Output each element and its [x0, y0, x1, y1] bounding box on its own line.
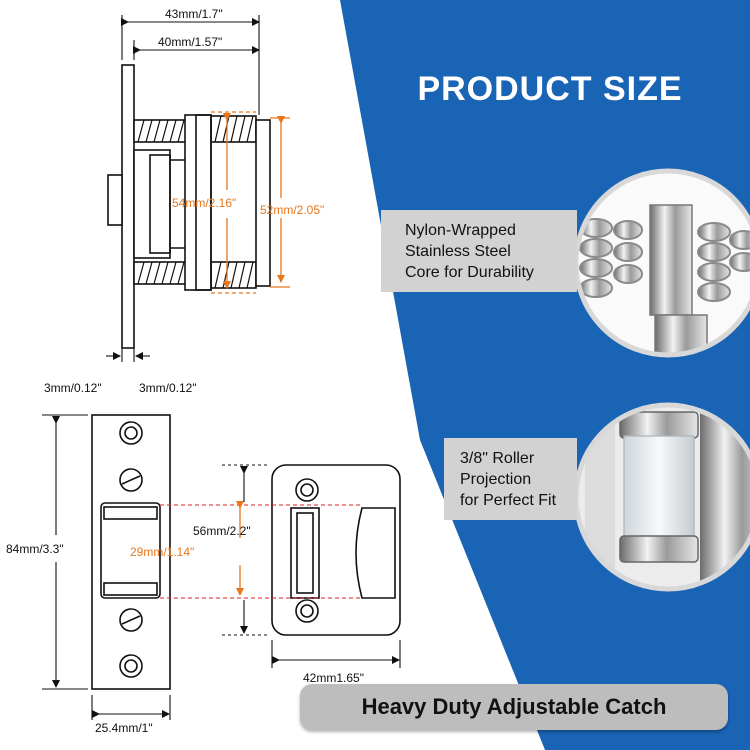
dim-roller-height: 52mm/2.05"	[260, 203, 324, 217]
dim-housing-height: 54mm/2.16"	[172, 196, 236, 210]
dim-roller-opening: 29mm/1.14"	[130, 545, 194, 559]
dim-plate-right: 3mm/0.12"	[139, 381, 197, 395]
dim-top-inner: 40mm/1.57"	[158, 35, 222, 49]
callout-roller-projection: 3/8" Roller Projection for Perfect Fit	[444, 438, 577, 520]
strike-plate-drawing	[271, 464, 401, 636]
page-title: PRODUCT SIZE	[417, 70, 683, 108]
callout-nylon-line-3: Core for Durability	[405, 264, 534, 281]
dim-plate-width: 25.4mm/1"	[95, 721, 153, 735]
dim-plate-left: 3mm/0.12"	[44, 381, 102, 395]
callout-nylon-core: Nylon-Wrapped Stainless Steel Core for D…	[381, 210, 577, 292]
callout-roller-line-3: for Perfect Fit	[460, 492, 557, 509]
dim-strike-height: 56mm/2.2"	[193, 524, 251, 538]
strike-dimension-lines	[222, 464, 401, 668]
blue-background	[340, 0, 750, 750]
roller-detail-photo	[573, 402, 750, 592]
product-name-banner: Heavy Duty Adjustable Catch	[300, 684, 728, 730]
callout-roller-line-1: 3/8" Roller	[460, 450, 535, 467]
plate-dimension-lines	[42, 414, 171, 720]
callout-nylon-line-1: Nylon-Wrapped	[405, 222, 516, 239]
front-plate-drawing	[91, 414, 171, 690]
red-guide-lines	[160, 504, 362, 599]
callout-roller-line-2: Projection	[460, 471, 532, 488]
spring-detail-photo	[573, 168, 750, 358]
orange-dimension-lines	[211, 111, 290, 294]
callout-nylon-line-2: Stainless Steel	[405, 243, 511, 260]
dim-strike-width: 42mm1.65"	[303, 671, 364, 685]
dim-plate-height: 84mm/3.3"	[6, 542, 64, 556]
side-view-drawing	[107, 64, 271, 349]
dim-top-overall: 43mm/1.7"	[165, 7, 223, 21]
top-dimension-lines	[106, 15, 260, 362]
